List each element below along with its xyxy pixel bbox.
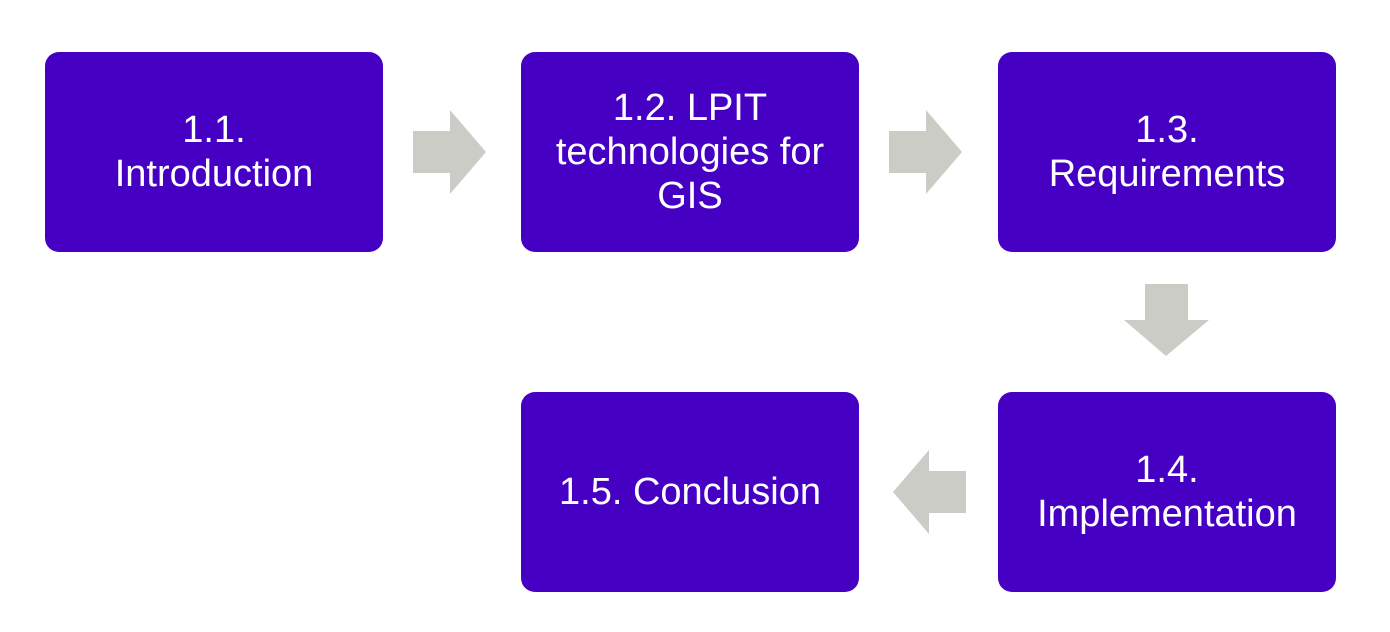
arrow-right-icon xyxy=(413,110,486,194)
step-lpit-technologies-line-3: GIS xyxy=(657,175,723,217)
step-lpit-technologies-line-2: technologies for xyxy=(555,131,825,173)
step-requirements-line-2: Requirements xyxy=(1048,153,1286,195)
step-introduction-line-2: Introduction xyxy=(114,153,314,195)
arrow-shape xyxy=(893,450,966,534)
step-introduction: 1.1. Introduction xyxy=(45,52,383,252)
step-implementation-line-2: Implementation xyxy=(1037,493,1297,535)
step-requirements-line-1: 1.3. xyxy=(1135,109,1199,151)
arrow-shape xyxy=(889,110,962,194)
arrow-left-icon xyxy=(893,450,966,534)
step-lpit-technologies-line-1: 1.2. LPIT xyxy=(612,87,768,129)
step-implementation: 1.4. Implementation xyxy=(998,392,1336,592)
arrow-down-icon xyxy=(1124,284,1209,356)
step-conclusion-line-1: 1.5. Conclusion xyxy=(559,471,821,513)
arrow-shape xyxy=(1124,284,1209,356)
arrow-right-icon xyxy=(889,110,962,194)
step-introduction-line-1: 1.1. xyxy=(182,109,246,151)
step-requirements: 1.3. Requirements xyxy=(998,52,1336,252)
step-implementation-line-1: 1.4. xyxy=(1135,449,1199,491)
step-conclusion: 1.5. Conclusion xyxy=(521,392,859,592)
arrow-shape xyxy=(413,110,486,194)
step-lpit-technologies: 1.2. LPIT technologies for GIS xyxy=(521,52,859,252)
